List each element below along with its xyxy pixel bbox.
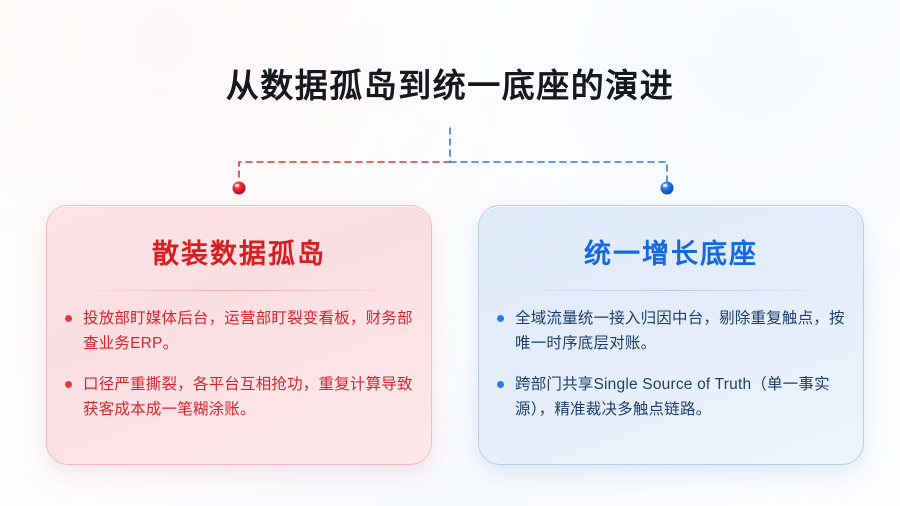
connector-node-right-icon <box>660 181 674 195</box>
card-left-divider <box>73 290 407 291</box>
card-right-title: 统一增长底座 <box>584 239 758 269</box>
list-item: 跨部门共享Single Source of Truth（单一事实源），精准裁决多… <box>493 372 851 422</box>
bullet-dot-icon <box>497 381 504 389</box>
card-unified-growth-foundation: 统一增长底座 全域流量统一接入归因中台，剔除重复触点，按唯一时序底层对账。 跨部… <box>478 205 864 465</box>
bullet-dot-icon <box>497 315 504 322</box>
connector-branch-left <box>238 161 451 183</box>
list-item: 口径严重撕裂，各平台互相抢功，重复计算导致获客成本成一笔糊涂账。 <box>61 372 419 422</box>
card-right-divider <box>505 290 839 291</box>
bullet-dot-icon <box>65 315 72 322</box>
list-item: 全域流量统一接入归因中台，剔除重复触点，按唯一时序底层对账。 <box>493 306 851 356</box>
card-right-bullet-list: 全域流量统一接入归因中台，剔除重复触点，按唯一时序底层对账。 跨部门共享Sing… <box>493 306 851 422</box>
card-left-bullet-list: 投放部盯媒体后台，运营部盯裂变看板，财务部查业务ERP。 口径严重撕裂，各平台互… <box>61 306 419 422</box>
card-fragmented-data-silos: 散装数据孤岛 投放部盯媒体后台，运营部盯裂变看板，财务部查业务ERP。 口径严重… <box>46 205 432 465</box>
connector-branch-right <box>449 161 668 183</box>
page-title: 从数据孤岛到统一底座的演进 <box>225 67 675 104</box>
card-left-title: 散装数据孤岛 <box>152 239 326 269</box>
list-item-text: 口径严重撕裂，各平台互相抢功，重复计算导致获客成本成一笔糊涂账。 <box>83 376 413 419</box>
connector-diagram <box>232 127 674 195</box>
list-item-text: 投放部盯媒体后台，运营部盯裂变看板，财务部查业务ERP。 <box>83 310 413 353</box>
bullet-dot-icon <box>65 381 72 389</box>
list-item-text: 全域流量统一接入归因中台，剔除重复触点，按唯一时序底层对账。 <box>515 310 845 353</box>
connector-node-left-icon <box>232 181 246 195</box>
list-item: 投放部盯媒体后台，运营部盯裂变看板，财务部查业务ERP。 <box>61 306 419 356</box>
list-item-text: 跨部门共享Single Source of Truth（单一事实源），精准裁决多… <box>515 376 830 419</box>
